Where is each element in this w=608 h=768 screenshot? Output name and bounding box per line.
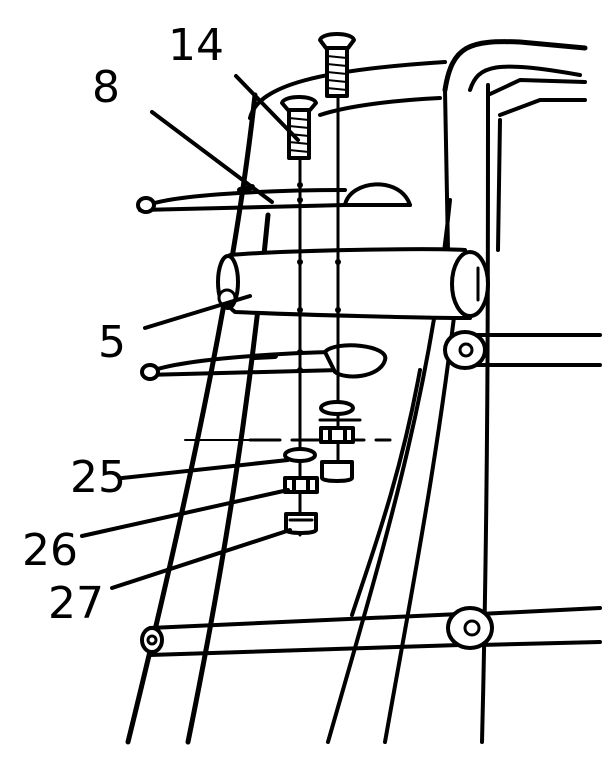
- bolt-14: [318, 32, 356, 98]
- hardware-right: [319, 400, 355, 483]
- bolt-8: [280, 95, 318, 160]
- callout-27: 27: [48, 578, 104, 629]
- frame-tubes: [125, 83, 490, 745]
- background-hatching: [184, 418, 392, 442]
- callout-labels: 14 8 5 25 26 27: [22, 20, 224, 629]
- bottom-crossbar: [140, 606, 602, 657]
- callout-14: 14: [168, 20, 224, 71]
- callout-25: 25: [70, 452, 126, 503]
- upper-plate: [136, 182, 412, 214]
- hardware-left: [283, 447, 319, 535]
- center-bracket: [216, 247, 490, 320]
- handle-frame: [248, 39, 588, 252]
- washer-25: [283, 447, 317, 463]
- callout-5: 5: [98, 317, 126, 368]
- hinge-upper: [443, 330, 602, 370]
- leader-lines: [80, 74, 300, 590]
- lower-plate: [140, 343, 388, 381]
- callout-8: 8: [92, 62, 120, 113]
- callout-26: 26: [22, 525, 78, 576]
